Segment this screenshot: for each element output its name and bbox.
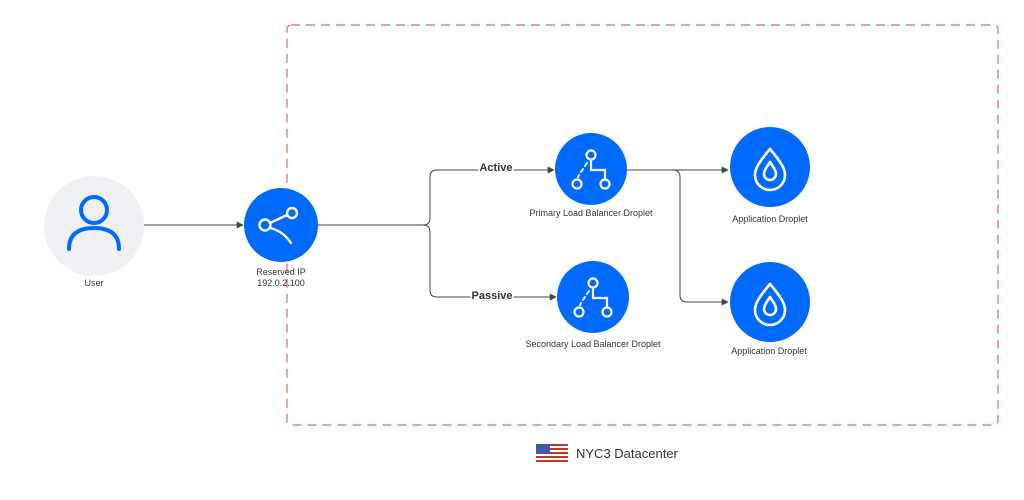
share-icon	[258, 206, 299, 245]
secondary-lb-node[interactable]	[557, 261, 629, 333]
load-balancer-icon	[573, 277, 613, 318]
us-flag-icon	[536, 444, 568, 463]
edge-reserved-ip-to-secondary	[422, 224, 557, 301]
load-balancer-icon	[571, 149, 611, 190]
edge-label-passive: Passive	[470, 290, 514, 302]
user-node[interactable]	[44, 176, 144, 276]
primary-lb-label: Primary Load Balancer Droplet	[529, 208, 653, 218]
user-icon	[67, 195, 121, 251]
app-droplet-2-circle	[730, 262, 810, 342]
app-droplet-1-label: Application Droplet	[732, 214, 808, 224]
reserved-ip-node[interactable]	[244, 188, 318, 262]
primary-lb-node[interactable]	[555, 133, 627, 205]
app-droplet-2-label: Application Droplet	[731, 346, 807, 356]
app-droplet-1-node[interactable]	[730, 127, 810, 207]
datacenter-legend: NYC3 Datacenter	[536, 444, 678, 463]
app-droplet-2-node[interactable]	[730, 262, 810, 342]
reserved-ip-label: Reserved IP	[256, 267, 306, 277]
droplet-icon	[753, 147, 787, 192]
user-label: User	[84, 278, 104, 288]
droplet-icon	[753, 282, 787, 327]
reserved-ip-circle	[244, 188, 318, 262]
reserved-ip-address: 192.0.2.100	[257, 278, 305, 288]
edge-primary-to-app-2	[671, 169, 729, 306]
connectors	[144, 166, 729, 306]
edge-reserved-ip-trunk	[318, 166, 555, 226]
app-droplet-1-circle	[730, 127, 810, 207]
datacenter-label: NYC3 Datacenter	[576, 446, 678, 461]
secondary-lb-label: Secondary Load Balancer Droplet	[525, 339, 661, 349]
edge-label-active: Active	[478, 162, 514, 174]
